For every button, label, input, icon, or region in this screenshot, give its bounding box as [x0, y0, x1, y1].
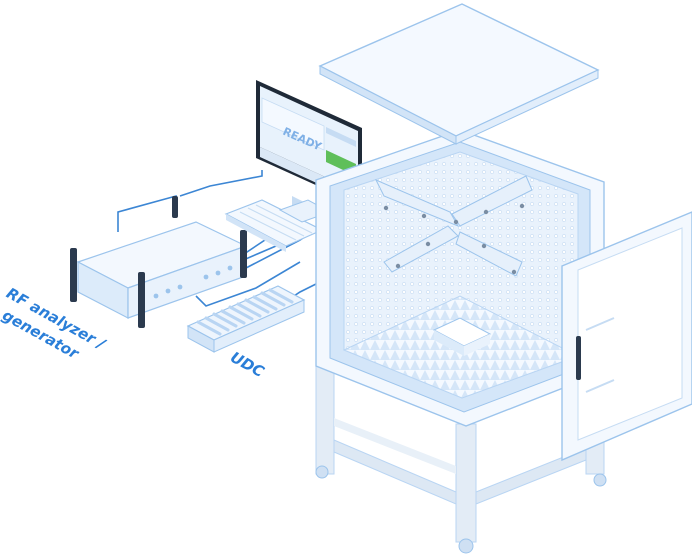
- anechoic-chamber: [315, 129, 605, 427]
- chamber-lid: [318, 3, 600, 145]
- keyboard: [224, 199, 324, 252]
- chamber-stand: [315, 361, 607, 554]
- rf-analyzer-ports: [153, 265, 233, 299]
- chamber-door: [561, 211, 692, 462]
- rf-analyzer-generator: [70, 196, 248, 328]
- udc-unit: [186, 285, 306, 353]
- door-handle: [576, 336, 581, 380]
- antenna-array: [374, 175, 533, 277]
- caster-wheels: [315, 465, 607, 554]
- udc-fins: [196, 288, 294, 336]
